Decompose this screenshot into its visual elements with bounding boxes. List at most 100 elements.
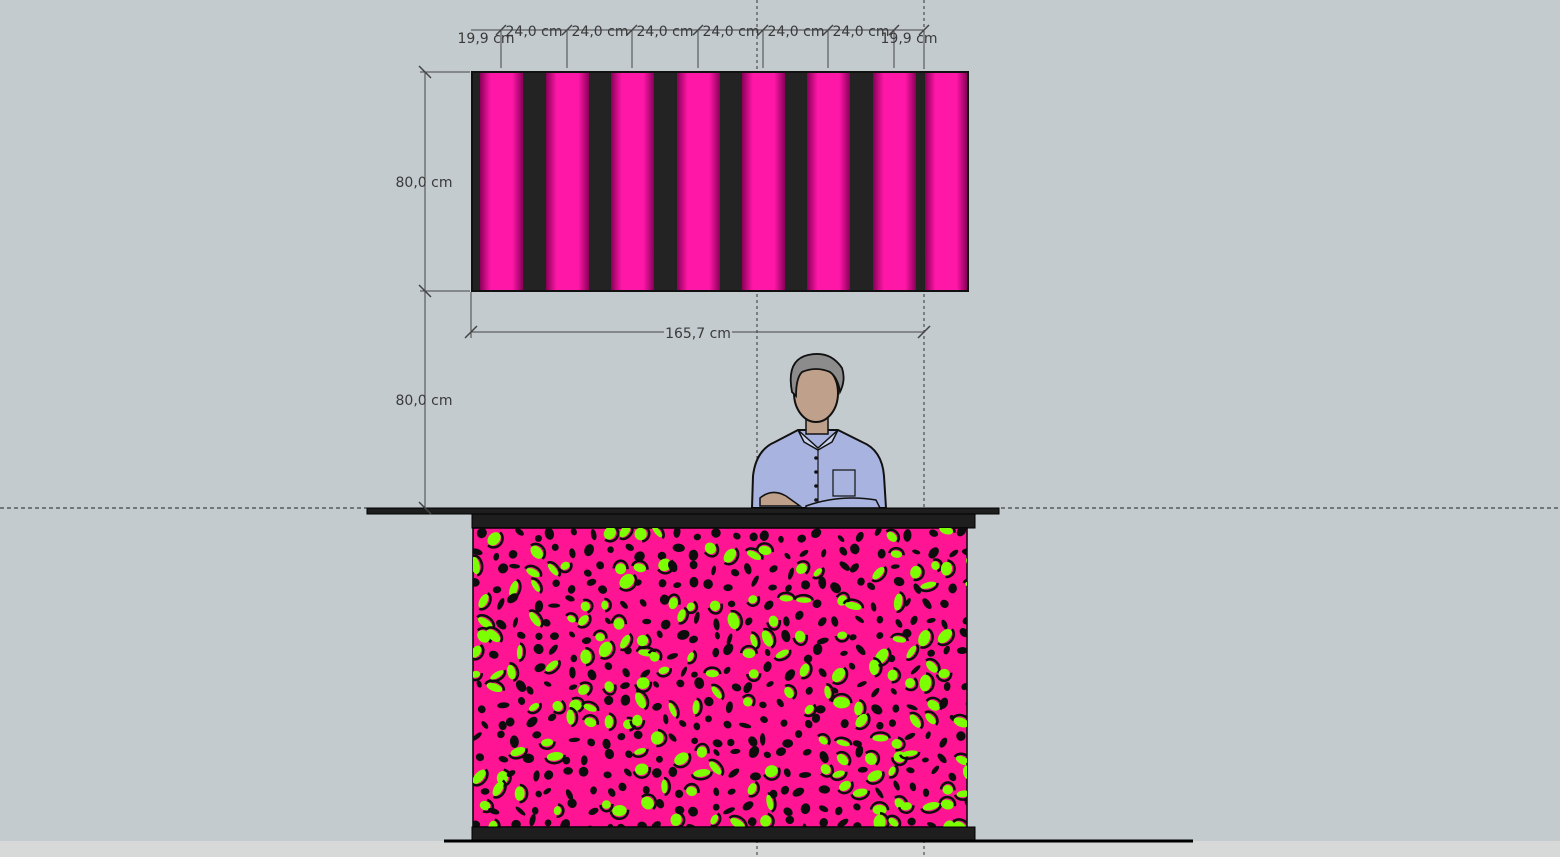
leopard-accent bbox=[473, 670, 481, 678]
leopard-spot bbox=[792, 787, 805, 797]
leopard-spot bbox=[819, 751, 829, 764]
leopard-accent bbox=[831, 667, 846, 683]
leopard-rosette bbox=[538, 741, 556, 751]
leopard-accent bbox=[953, 717, 967, 728]
panel-stripe bbox=[742, 73, 785, 290]
leopard-rosette bbox=[552, 699, 567, 715]
leopard-accent bbox=[634, 747, 646, 755]
dimension-tick bbox=[888, 24, 900, 36]
top-edge-left-label: 19,9 cm bbox=[458, 31, 515, 47]
leopard-accent bbox=[552, 701, 563, 712]
leopard-rosette bbox=[905, 643, 920, 661]
leopard-spot bbox=[812, 599, 822, 608]
leopard-spot bbox=[604, 748, 615, 760]
leopard-spot bbox=[567, 798, 577, 809]
leopard-accent bbox=[541, 738, 554, 747]
leopard-rosette bbox=[904, 677, 919, 692]
leopard-rosette bbox=[656, 667, 672, 678]
shirt-button bbox=[814, 456, 818, 460]
leopard-spot bbox=[560, 819, 570, 827]
leopard-spot bbox=[676, 679, 685, 688]
leopard-spot bbox=[749, 772, 761, 781]
leopard-rosette bbox=[945, 559, 956, 579]
leopard-spot bbox=[815, 705, 826, 714]
leopard-rosette bbox=[710, 812, 722, 827]
leopard-accent bbox=[510, 746, 526, 757]
leopard-spot bbox=[476, 680, 482, 688]
leopard-accent bbox=[890, 550, 903, 558]
leopard-spot bbox=[568, 684, 578, 690]
leopard-accent bbox=[636, 634, 649, 647]
leopard-spot bbox=[544, 770, 554, 780]
leopard-spot bbox=[688, 549, 699, 561]
leopard-rosette bbox=[954, 792, 967, 801]
leopard-spot bbox=[568, 737, 581, 743]
leopard-spot bbox=[783, 616, 790, 627]
leopard-accent bbox=[742, 648, 756, 659]
leopard-spot bbox=[723, 666, 731, 675]
leopard-spot bbox=[625, 543, 634, 551]
leopard-rosette bbox=[558, 562, 573, 574]
leopard-spot bbox=[535, 790, 542, 798]
leopard-rosette bbox=[618, 573, 638, 592]
leopard-spot bbox=[926, 822, 936, 827]
leopard-accent bbox=[832, 770, 845, 778]
panel-height-label: 80,0 cm bbox=[396, 175, 453, 191]
leopard-rosette bbox=[920, 803, 942, 814]
leopard-spot bbox=[535, 632, 543, 640]
leopard-accent bbox=[943, 820, 955, 827]
leopard-spot bbox=[587, 669, 597, 681]
leopard-spot bbox=[818, 668, 827, 678]
leopard-rosette bbox=[609, 809, 630, 821]
leopard-rosette bbox=[924, 710, 939, 726]
leopard-spot bbox=[672, 543, 685, 553]
leopard-rosette bbox=[703, 543, 720, 558]
leopard-rosette bbox=[885, 528, 900, 543]
leopard-spot bbox=[608, 788, 616, 797]
leopard-spot bbox=[839, 546, 848, 556]
leopard-rosette bbox=[913, 563, 925, 582]
leopard-spot bbox=[533, 644, 544, 655]
leopard-spot bbox=[961, 683, 967, 691]
leopard-spot bbox=[475, 753, 485, 762]
leopard-spot bbox=[622, 668, 630, 678]
leopard-rosette bbox=[635, 689, 650, 711]
leopard-rosette bbox=[748, 780, 760, 798]
leopard-spot bbox=[588, 807, 599, 816]
leopard-rosette bbox=[951, 713, 967, 726]
leopard-spot bbox=[675, 789, 684, 799]
leopard-spot bbox=[604, 662, 613, 671]
leopard-rosette bbox=[895, 736, 906, 752]
leopard-rosette bbox=[666, 593, 681, 605]
leopard-rosette bbox=[897, 805, 915, 815]
panel-stripe bbox=[546, 73, 589, 290]
leopard-rosette bbox=[581, 714, 599, 726]
leopard-spot bbox=[677, 629, 690, 640]
leopard-spot bbox=[590, 786, 597, 795]
leopard-spot bbox=[742, 801, 754, 811]
leopard-spot bbox=[763, 751, 772, 759]
leopard-accent bbox=[910, 565, 922, 579]
leopard-rosette bbox=[803, 703, 817, 718]
leopard-rosette bbox=[519, 783, 529, 804]
leopard-rosette bbox=[746, 673, 762, 682]
leopard-rosette bbox=[619, 528, 634, 541]
leopard-accent bbox=[632, 714, 643, 727]
leopard-accent bbox=[709, 761, 722, 775]
leopard-rosette bbox=[888, 764, 899, 779]
leopard-spot bbox=[498, 563, 509, 574]
leopard-spot bbox=[818, 617, 827, 627]
leopard-accent bbox=[488, 820, 498, 827]
leopard-spot bbox=[725, 701, 733, 714]
leopard-spot bbox=[839, 561, 850, 571]
leopard-rosette bbox=[812, 566, 825, 580]
leopard-accent bbox=[530, 545, 543, 559]
leopard-rosette bbox=[508, 748, 528, 760]
leopard-accent bbox=[940, 561, 953, 576]
leopard-accent bbox=[953, 821, 967, 827]
leopard-spot bbox=[570, 654, 578, 663]
leopard-spot bbox=[830, 582, 842, 594]
dimension-labels: 80,0 cm 80,0 cm 165,7 cm 19,9 cm 24,0 cm… bbox=[396, 24, 938, 409]
leopard-accent bbox=[651, 528, 663, 538]
leopard-spot bbox=[849, 563, 860, 573]
